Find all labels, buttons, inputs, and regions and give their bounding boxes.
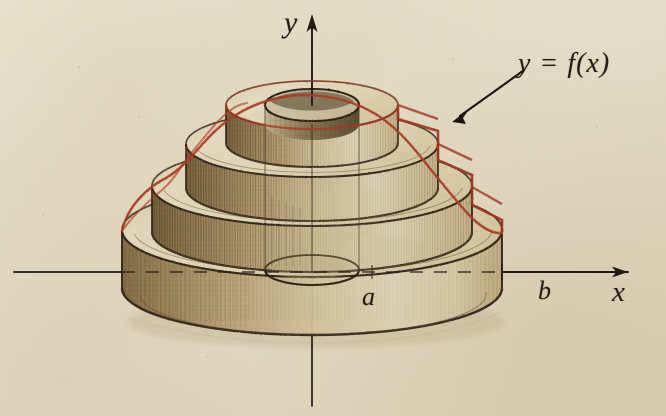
tick-label-a: a: [362, 282, 375, 311]
y-axis-label: y: [284, 6, 298, 39]
function-label: y = f(x): [518, 48, 611, 79]
x-axis-label: x: [612, 276, 625, 308]
tick-label-b: b: [538, 276, 551, 305]
